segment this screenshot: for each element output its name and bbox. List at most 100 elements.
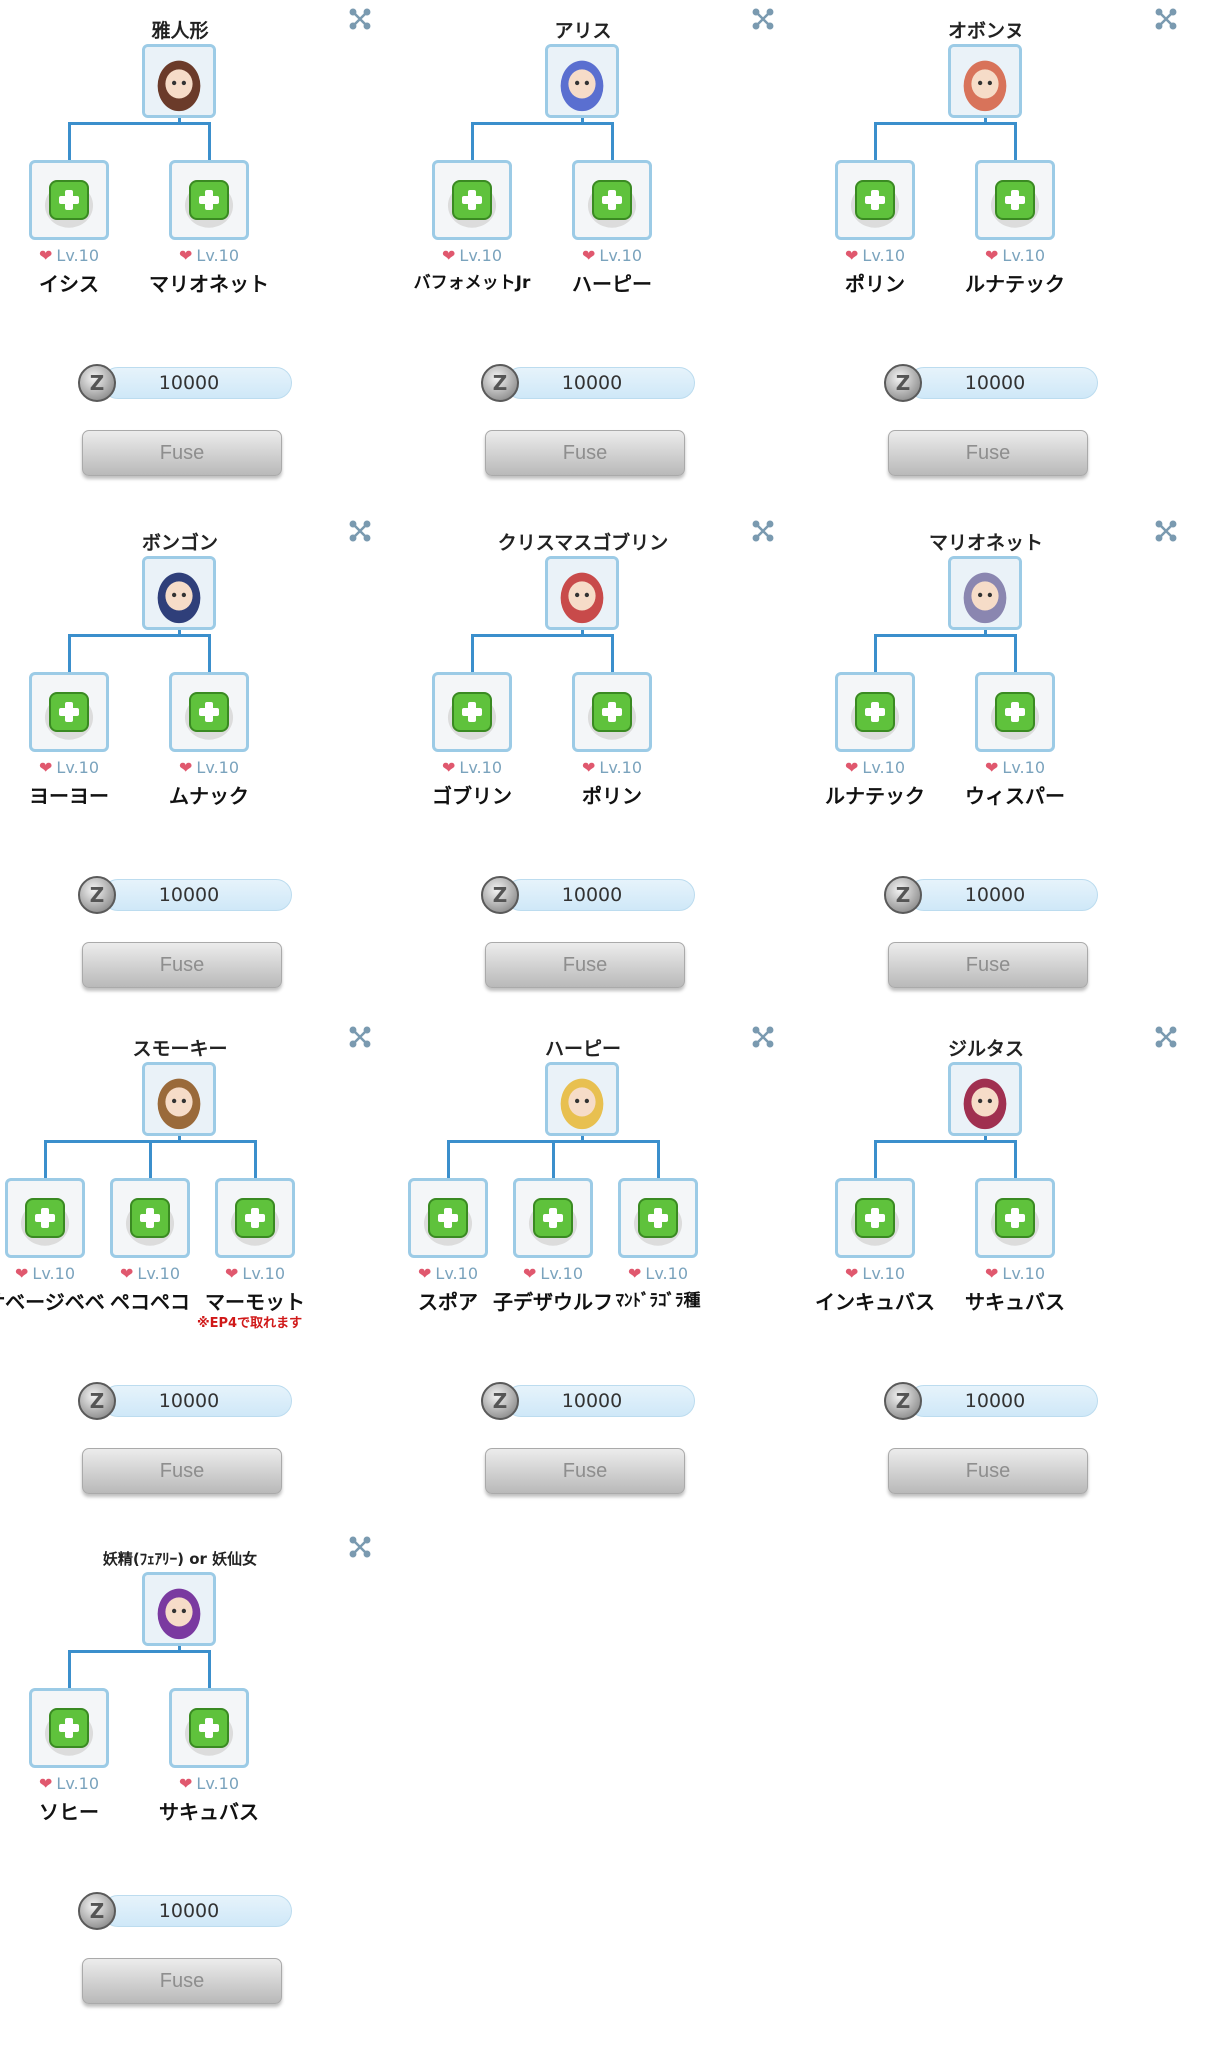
heart-icon: ❤	[179, 758, 193, 777]
material-slot[interactable]	[975, 160, 1055, 240]
cost-value: 10000	[561, 372, 623, 394]
heart-icon: ❤	[179, 246, 193, 265]
target-monster-portrait	[545, 44, 619, 118]
close-icon[interactable]	[750, 518, 776, 544]
material-slot[interactable]	[572, 160, 652, 240]
fuse-button[interactable]: Fuse	[82, 430, 282, 476]
tree-connector	[984, 1136, 987, 1142]
tree-connector	[874, 634, 877, 672]
material-slot[interactable]	[5, 1178, 85, 1258]
close-icon[interactable]	[347, 6, 373, 32]
close-icon[interactable]	[347, 1024, 373, 1050]
close-icon[interactable]	[1153, 1024, 1179, 1050]
close-icon[interactable]	[750, 6, 776, 32]
material-slot[interactable]	[835, 672, 915, 752]
tree-connector	[208, 634, 211, 672]
material-name: ムナック	[169, 784, 249, 808]
target-monster-portrait	[948, 556, 1022, 630]
plus-icon	[995, 180, 1035, 220]
tree-connector	[984, 118, 987, 124]
fuse-button[interactable]: Fuse	[888, 1448, 1088, 1494]
fuse-button[interactable]: Fuse	[888, 942, 1088, 988]
level-text: Lv.10	[1002, 758, 1045, 777]
fuse-button[interactable]: Fuse	[485, 942, 685, 988]
material-name: ハーピー	[572, 272, 652, 296]
material-name: 子デザウルフ	[493, 1290, 613, 1314]
material-slot[interactable]	[618, 1178, 698, 1258]
material-name: インキュバス	[815, 1290, 935, 1314]
heart-icon: ❤	[985, 758, 999, 777]
tree-connector	[552, 1140, 555, 1178]
material-name: ソヒー	[39, 1800, 99, 1824]
cost-value: 10000	[158, 1900, 220, 1922]
material-slot[interactable]	[975, 1178, 1055, 1258]
tree-connector	[874, 1140, 877, 1178]
heart-icon: ❤	[845, 1264, 859, 1283]
fuse-button[interactable]: Fuse	[82, 942, 282, 988]
material-slot[interactable]	[572, 672, 652, 752]
material-slot[interactable]	[29, 1688, 109, 1768]
level-text: Lv.10	[435, 1264, 478, 1283]
close-icon[interactable]	[1153, 6, 1179, 32]
plus-icon	[49, 1708, 89, 1748]
material-slot[interactable]	[432, 672, 512, 752]
close-icon[interactable]	[347, 1534, 373, 1560]
material-slot[interactable]	[169, 672, 249, 752]
material-slot[interactable]	[835, 160, 915, 240]
material-slot[interactable]	[215, 1178, 295, 1258]
heart-icon: ❤	[120, 1264, 134, 1283]
material-name: ウィスパー	[965, 784, 1065, 808]
plus-icon	[235, 1198, 275, 1238]
close-icon[interactable]	[750, 1024, 776, 1050]
target-monster-name: スモーキー	[132, 1038, 228, 1060]
material-level: ❤Lv.10	[0, 758, 144, 777]
close-icon[interactable]	[347, 518, 373, 544]
material-name: スポア	[418, 1290, 478, 1314]
material-slot[interactable]	[432, 160, 512, 240]
plus-icon	[995, 692, 1035, 732]
heart-icon: ❤	[985, 246, 999, 265]
material-slot[interactable]	[975, 672, 1055, 752]
material-level: ❤Lv.10	[0, 1774, 144, 1793]
target-monster-portrait	[545, 556, 619, 630]
zeny-coin-icon: Z	[78, 1382, 116, 1420]
zeny-coin-icon: Z	[78, 876, 116, 914]
tree-connector	[1014, 634, 1017, 672]
material-slot[interactable]	[29, 672, 109, 752]
fuse-button[interactable]: Fuse	[485, 430, 685, 476]
material-slot[interactable]	[29, 160, 109, 240]
level-text: Lv.10	[196, 246, 239, 265]
zeny-coin-icon: Z	[884, 1382, 922, 1420]
heart-icon: ❤	[39, 246, 53, 265]
fuse-button[interactable]: Fuse	[82, 1448, 282, 1494]
material-level: ❤Lv.10	[134, 246, 284, 265]
material-level: ❤Lv.10	[537, 246, 687, 265]
fuse-button[interactable]: Fuse	[82, 1958, 282, 2004]
plus-icon	[189, 180, 229, 220]
material-name: ルナテック	[825, 784, 925, 808]
material-slot[interactable]	[408, 1178, 488, 1258]
close-icon[interactable]	[1153, 518, 1179, 544]
material-level: ❤Lv.10	[134, 1774, 284, 1793]
target-monster-portrait	[142, 1062, 216, 1136]
material-name: ルナテック	[965, 272, 1065, 296]
fuse-button[interactable]: Fuse	[485, 1448, 685, 1494]
target-monster-name: 雅人形	[151, 20, 209, 42]
fuse-button[interactable]: Fuse	[888, 430, 1088, 476]
material-slot[interactable]	[169, 1688, 249, 1768]
material-level: ❤Lv.10	[940, 1264, 1090, 1283]
material-slot[interactable]	[169, 160, 249, 240]
tree-connector	[611, 634, 614, 672]
target-monster-portrait	[142, 44, 216, 118]
material-slot[interactable]	[513, 1178, 593, 1258]
zeny-coin-icon: Z	[884, 364, 922, 402]
material-slot[interactable]	[835, 1178, 915, 1258]
material-level: ❤Lv.10	[373, 1264, 523, 1283]
tree-connector	[657, 1140, 660, 1178]
level-text: Lv.10	[459, 246, 502, 265]
material-slot[interactable]	[110, 1178, 190, 1258]
